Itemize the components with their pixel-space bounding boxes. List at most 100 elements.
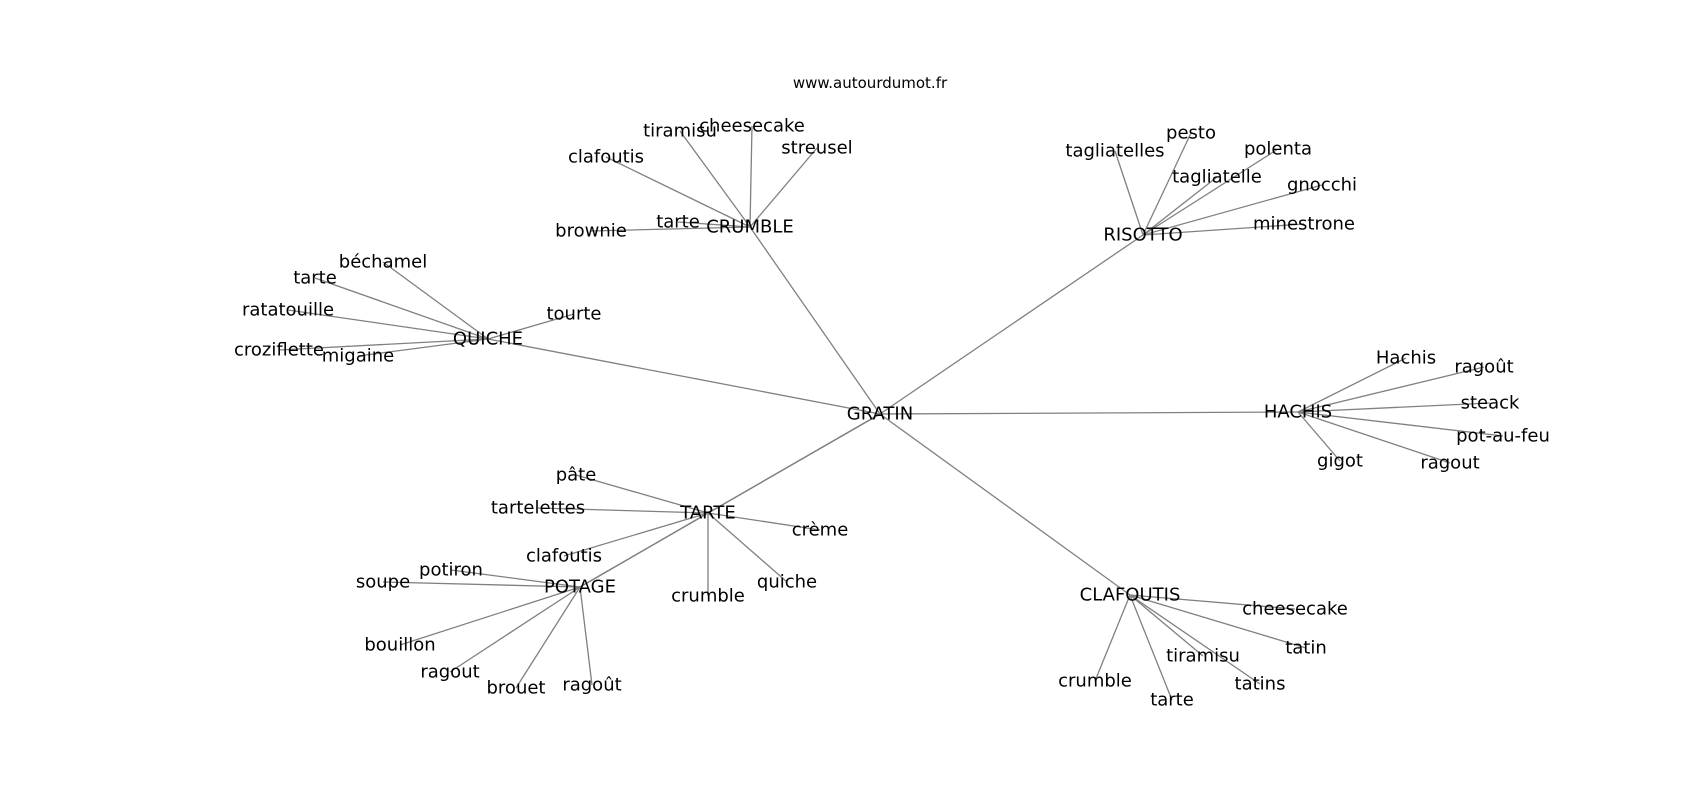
graph-edge [879, 411, 1299, 415]
word-node-label: tatins [1235, 674, 1286, 695]
word-node-label: quiche [757, 572, 817, 593]
word-node-label: tiramisu [643, 121, 717, 142]
graph-edge [879, 234, 1144, 415]
graph-edge [399, 586, 581, 646]
source-label: www.autourdumot.fr [793, 74, 948, 92]
word-node-label: bouillon [364, 635, 435, 656]
center-node-label: GRATIN [847, 404, 913, 425]
graph-edge [1297, 411, 1504, 437]
word-node-label: cheesecake [699, 116, 805, 137]
graph-edge [1114, 150, 1144, 236]
word-node-label: pot-au-feu [1456, 426, 1550, 447]
graph-edge [1094, 594, 1131, 682]
word-node-label: Hachis [1376, 348, 1436, 369]
word-node-label: clafoutis [568, 147, 644, 168]
word-node-label: steack [1461, 393, 1520, 414]
word-node-label: tatin [1285, 638, 1327, 659]
graph-edge [605, 156, 751, 228]
word-node-label: minestrone [1253, 214, 1355, 235]
graph-edge [449, 586, 581, 673]
word-node-label: pâte [556, 465, 597, 486]
word-node-label: ragout [1420, 453, 1479, 474]
word-node-label: brownie [555, 221, 627, 242]
word-node-label: béchamel [339, 252, 427, 273]
graph-edge [450, 569, 581, 588]
word-node-label: cheesecake [1242, 599, 1348, 620]
word-node-label: tarte [293, 268, 337, 289]
word-node-label: crumble [1058, 671, 1132, 692]
word-node-label: crème [792, 520, 849, 541]
word-node-label: ragoût [1454, 357, 1513, 378]
graph-edge [563, 512, 709, 557]
hub-node-label: RISOTTO [1103, 225, 1182, 246]
word-node-label: gnocchi [1287, 175, 1357, 196]
hub-node-label: QUICHE [453, 329, 523, 350]
graph-edge [1142, 176, 1218, 236]
graph-edge [1129, 594, 1296, 610]
hub-node-label: TARTE [679, 503, 735, 524]
word-node-label: tiramisu [1166, 646, 1240, 667]
word-node-label: croziflette [234, 340, 324, 361]
word-node-label: streusel [781, 138, 852, 159]
word-node-label: ragout [420, 662, 479, 683]
graph-edge [287, 309, 489, 340]
word-node-label: tartelettes [491, 498, 585, 519]
graph-edge [357, 338, 489, 357]
graph-edge [1297, 411, 1341, 462]
word-node-label: ratatouille [242, 300, 334, 321]
graph-edge [707, 512, 821, 531]
word-node-label: tagliatelles [1065, 141, 1164, 162]
graph-edge [749, 226, 881, 415]
graph-edge [679, 130, 751, 228]
hub-node-label: POTAGE [544, 577, 616, 598]
graph-edge [314, 277, 489, 340]
word-node-label: tarte [1150, 690, 1194, 711]
graph-edge [1129, 594, 1307, 649]
hub-node-label: CRUMBLE [706, 217, 794, 238]
word-node-label: tourte [546, 304, 601, 325]
graph-edge [537, 507, 709, 514]
hub-node-label: CLAFOUTIS [1080, 585, 1181, 606]
graph-edge [575, 474, 709, 514]
word-node-label: brouet [487, 678, 546, 699]
graph-edge [879, 413, 1131, 596]
graph-edge [1297, 402, 1491, 413]
graph-edge [1142, 184, 1323, 236]
word-node-label: soupe [356, 572, 410, 593]
graph-edge [707, 512, 788, 583]
graph-edge [1129, 594, 1261, 685]
graph-edge [1297, 357, 1407, 413]
word-node-label: tagliatelle [1172, 167, 1262, 188]
graph-edge [382, 581, 581, 588]
graph-edge [1142, 148, 1279, 236]
graph-edge [579, 586, 593, 686]
graph-edge [487, 338, 881, 415]
graph-edge [1297, 411, 1451, 464]
graph-edge [1142, 132, 1192, 236]
labels-layer: GRATINCRUMBLEtiramisucheesecakeclafoutis… [234, 116, 1550, 711]
graph-edge [1129, 594, 1204, 657]
graph-edge [278, 338, 489, 351]
graph-edge [382, 261, 489, 340]
word-node-label: ragoût [562, 675, 621, 696]
graph-edge [1297, 366, 1485, 413]
word-node-label: migaine [322, 346, 394, 367]
graph-edge [749, 125, 753, 228]
graph-edge [1129, 594, 1173, 701]
hub-node-label: HACHIS [1264, 402, 1332, 423]
graph-edge [749, 147, 818, 228]
word-node-label: potiron [419, 560, 483, 581]
graph-edge [579, 413, 881, 588]
graph-edge [515, 586, 581, 689]
word-node-label: clafoutis [526, 546, 602, 567]
word-node-label: pesto [1166, 123, 1216, 144]
word-node-label: crumble [671, 586, 745, 607]
edges-layer [278, 125, 1504, 701]
word-node-label: tarte [656, 212, 700, 233]
graph-edge [1142, 223, 1305, 236]
word-node-label: polenta [1244, 139, 1312, 160]
graph-edge [487, 313, 575, 340]
word-node-label: gigot [1317, 451, 1363, 472]
graph-edge [677, 221, 751, 228]
